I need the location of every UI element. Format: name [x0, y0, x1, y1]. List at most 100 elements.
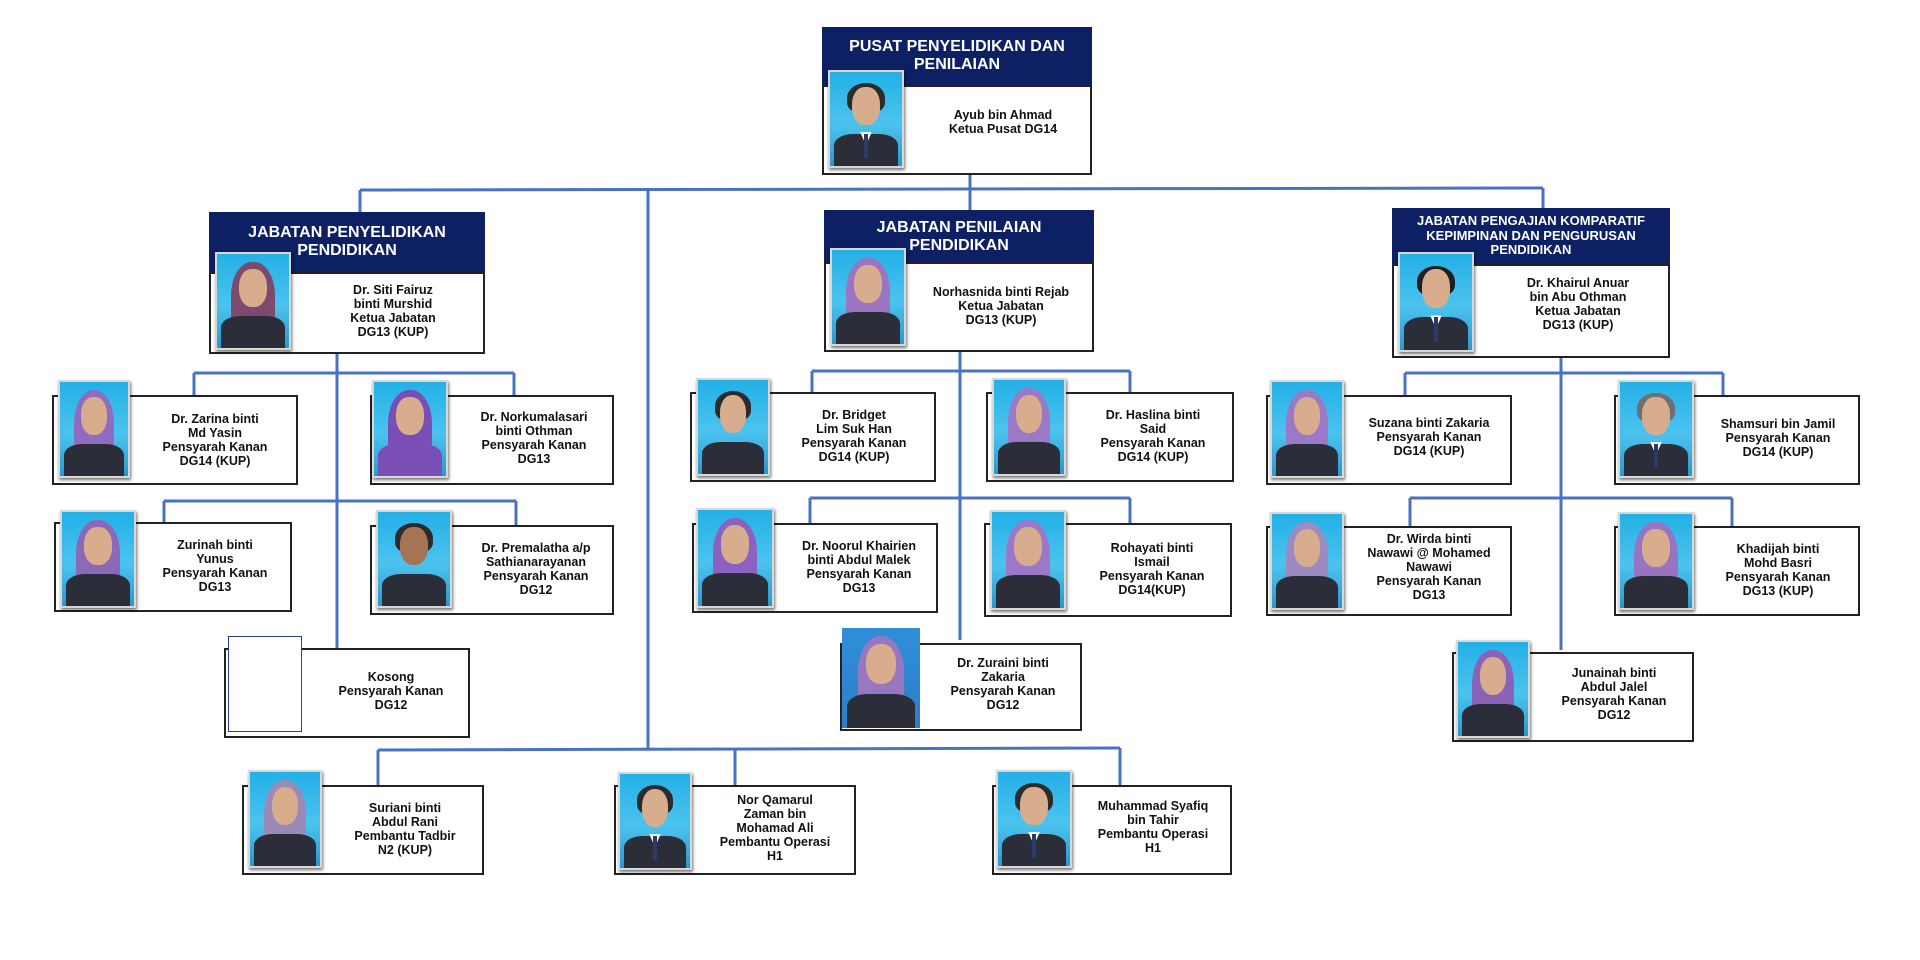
- norkumalasari-grade: DG13: [517, 452, 551, 466]
- photo-khadijah: [1618, 512, 1694, 610]
- bridget-grade: DG14 (KUP): [818, 450, 890, 464]
- siti-grade: DG13 (KUP): [357, 325, 429, 339]
- kosong-name: Kosong: [367, 670, 415, 684]
- zuraini-title: Pensyarah Kanan: [950, 684, 1056, 698]
- suriani-title: Pembantu Tadbir: [354, 829, 456, 843]
- info-khairul: Dr. Khairul Anuar bin Abu Othman Ketua J…: [1490, 276, 1666, 332]
- header-jpn-text: JABATAN PENILAIAN PENDIDIKAN: [876, 218, 1042, 254]
- wirda-name-2: Nawawi @ Mohamed: [1367, 546, 1491, 560]
- info-noorul: Dr. Noorul Khairien binti Abdul Malek Pe…: [782, 539, 936, 595]
- zarina-grade: DG14 (KUP): [179, 454, 251, 468]
- wirda-name-3: Nawawi: [1406, 560, 1452, 574]
- zurinah-title: Pensyarah Kanan: [162, 566, 268, 580]
- suzana-name: Suzana binti Zakaria: [1368, 416, 1490, 430]
- suriani-name-2: Abdul Rani: [372, 815, 438, 829]
- qamarul-name-1: Nor Qamarul: [737, 793, 813, 807]
- info-khadijah: Khadijah binti Mohd Basri Pensyarah Kana…: [1700, 542, 1856, 598]
- header-pusat-text: PUSAT PENYELIDIKAN DAN PENILAIAN: [849, 37, 1065, 73]
- premalatha-name-1: Dr. Premalatha a/p: [481, 541, 591, 555]
- photo-noorul: [696, 508, 774, 608]
- khadijah-title: Pensyarah Kanan: [1725, 570, 1831, 584]
- rohayati-title: Pensyarah Kanan: [1099, 569, 1205, 583]
- photo-kosong: [228, 636, 302, 732]
- suzana-grade: DG14 (KUP): [1393, 444, 1465, 458]
- shamsuri-name: Shamsuri bin Jamil: [1720, 417, 1836, 431]
- bridget-name-1: Dr. Bridget: [822, 408, 886, 422]
- norhasnida-grade: DG13 (KUP): [965, 313, 1037, 327]
- info-norkumalasari: Dr. Norkumalasari binti Othman Pensyarah…: [456, 410, 612, 466]
- siti-name-2: binti Murshid: [353, 297, 433, 311]
- wirda-name-1: Dr. Wirda binti: [1386, 532, 1472, 546]
- photo-ayub: [828, 70, 904, 168]
- haslina-title: Pensyarah Kanan: [1100, 436, 1206, 450]
- photo-wirda: [1270, 512, 1344, 610]
- haslina-name-2: Said: [1139, 422, 1167, 436]
- norkumalasari-title: Pensyarah Kanan: [481, 438, 587, 452]
- premalatha-grade: DG12: [519, 583, 553, 597]
- photo-rohayati: [990, 510, 1066, 610]
- premalatha-name-2: Sathianarayanan: [485, 555, 587, 569]
- photo-zarina: [58, 380, 130, 478]
- qamarul-name-3: Mohamad Ali: [736, 821, 814, 835]
- junainah-title: Pensyarah Kanan: [1561, 694, 1667, 708]
- shamsuri-title: Pensyarah Kanan: [1725, 431, 1831, 445]
- rohayati-name-2: Ismail: [1134, 555, 1170, 569]
- kosong-grade: DG12: [374, 698, 408, 712]
- norhasnida-name: Norhasnida binti Rejab: [932, 285, 1070, 299]
- shamsuri-grade: DG14 (KUP): [1742, 445, 1814, 459]
- syafiq-grade: H1: [1145, 841, 1161, 855]
- photo-premalatha: [376, 510, 452, 608]
- info-bridget: Dr. Bridget Lim Suk Han Pensyarah Kanan …: [776, 408, 932, 464]
- rohayati-grade: DG14(KUP): [1118, 583, 1186, 597]
- khairul-name-1: Dr. Khairul Anuar: [1526, 276, 1630, 290]
- header-jpk-text: JABATAN PENGAJIAN KOMPARATIF KEPIMPINAN …: [1417, 212, 1645, 258]
- qamarul-grade: H1: [767, 849, 783, 863]
- premalatha-title: Pensyarah Kanan: [483, 569, 589, 583]
- khadijah-grade: DG13 (KUP): [1742, 584, 1814, 598]
- siti-title: Ketua Jabatan: [350, 311, 436, 325]
- info-ayub: Ayub bin Ahmad Ketua Pusat DG14: [918, 108, 1088, 136]
- photo-suzana: [1270, 380, 1344, 478]
- zuraini-name-2: Zakaria: [981, 670, 1025, 684]
- zurinah-name-2: Yunus: [196, 552, 234, 566]
- info-junainah: Junainah binti Abdul Jalel Pensyarah Kan…: [1538, 666, 1690, 722]
- qamarul-name-2: Zaman bin: [743, 807, 807, 821]
- info-kosong: Kosong Pensyarah Kanan DG12: [316, 670, 466, 712]
- info-zuraini: Dr. Zuraini binti Zakaria Pensyarah Kana…: [928, 656, 1078, 712]
- photo-junainah: [1456, 640, 1530, 738]
- info-syafiq: Muhammad Syafiq bin Tahir Pembantu Opera…: [1078, 799, 1228, 855]
- junainah-name-2: Abdul Jalel: [1580, 680, 1648, 694]
- wirda-grade: DG13: [1412, 588, 1446, 602]
- info-premalatha: Dr. Premalatha a/p Sathianarayanan Pensy…: [460, 541, 612, 597]
- norkumalasari-name-2: binti Othman: [495, 424, 573, 438]
- norkumalasari-name-1: Dr. Norkumalasari: [480, 410, 588, 424]
- suriani-name-1: Suriani binti: [368, 801, 442, 815]
- junainah-name-1: Junainah binti: [1571, 666, 1657, 680]
- photo-siti: [215, 252, 291, 350]
- photo-shamsuri: [1618, 380, 1694, 478]
- suzana-title: Pensyarah Kanan: [1376, 430, 1482, 444]
- bridget-name-2: Lim Suk Han: [816, 422, 892, 436]
- zarina-name-1: Dr. Zarina binti: [171, 412, 259, 426]
- noorul-title: Pensyarah Kanan: [806, 567, 912, 581]
- syafiq-name-2: bin Tahir: [1127, 813, 1179, 827]
- zarina-title: Pensyarah Kanan: [162, 440, 268, 454]
- wirda-title: Pensyarah Kanan: [1376, 574, 1482, 588]
- zarina-name-2: Md Yasin: [188, 426, 242, 440]
- info-zurinah: Zurinah binti Yunus Pensyarah Kanan DG13: [142, 538, 288, 594]
- khadijah-name-2: Mohd Basri: [1743, 556, 1813, 570]
- info-rohayati: Rohayati binti Ismail Pensyarah Kanan DG…: [1074, 541, 1230, 597]
- norhasnida-title: Ketua Jabatan: [958, 299, 1044, 313]
- photo-zurinah: [60, 510, 136, 608]
- khadijah-name-1: Khadijah binti: [1736, 542, 1820, 556]
- photo-qamarul: [618, 772, 692, 870]
- photo-syafiq: [996, 770, 1072, 868]
- photo-norkumalasari: [372, 380, 448, 478]
- info-suzana: Suzana binti Zakaria Pensyarah Kanan DG1…: [1350, 416, 1508, 458]
- khairul-name-2: bin Abu Othman: [1529, 290, 1627, 304]
- noorul-name-1: Dr. Noorul Khairien: [802, 539, 916, 553]
- noorul-name-2: binti Abdul Malek: [807, 553, 911, 567]
- photo-haslina: [992, 378, 1066, 476]
- haslina-grade: DG14 (KUP): [1117, 450, 1189, 464]
